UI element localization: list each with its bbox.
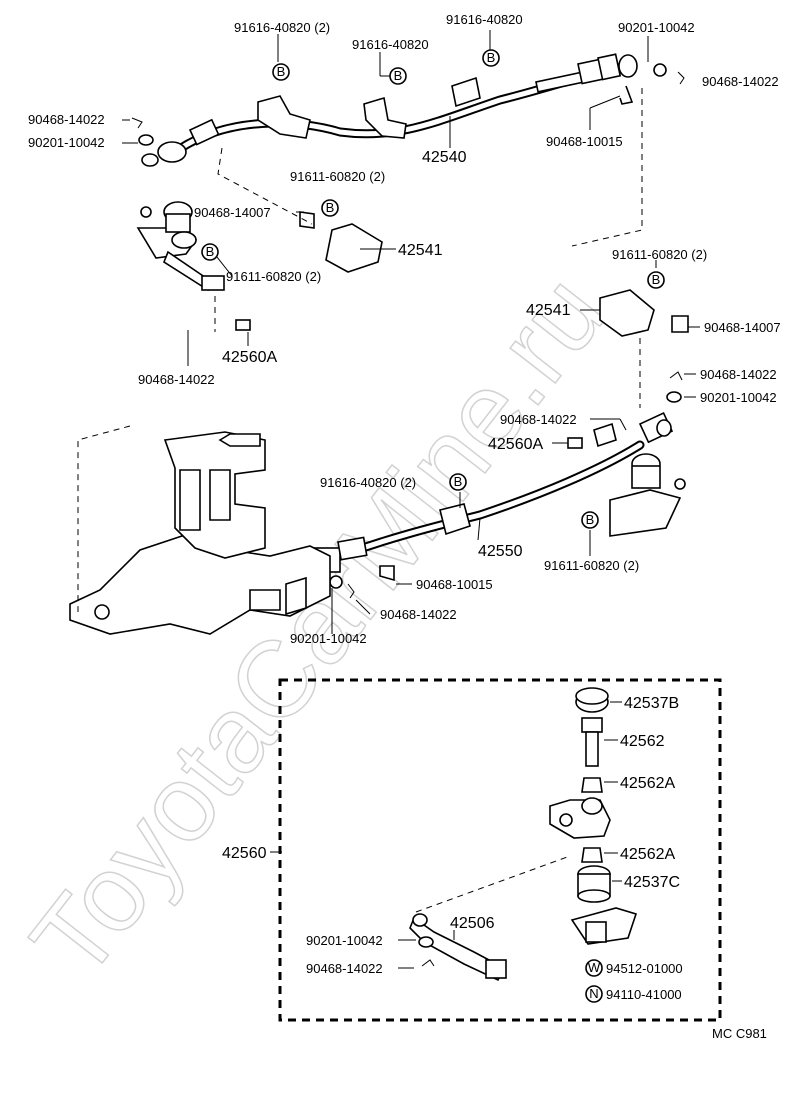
label-42560: 42560 — [222, 845, 267, 862]
label-90468-14022-top-left: 90468-14022 — [28, 112, 105, 127]
label-91616-40820-right: 91616-40820 — [446, 12, 523, 27]
bolt-42560a-upper — [235, 319, 251, 331]
svg-text:B: B — [206, 244, 215, 259]
svg-text:B: B — [586, 512, 595, 527]
marker-b-3: B — [482, 49, 500, 67]
label-90201-10042-lower: 90201-10042 — [290, 631, 367, 646]
svg-text:B: B — [326, 200, 335, 215]
label-42541-upper: 42541 — [398, 242, 443, 259]
label-42560a-lower: 42560A — [488, 436, 543, 453]
label-91616-40820-2-top: 91616-40820 (2) — [234, 20, 330, 35]
washer-right — [666, 391, 682, 403]
label-42560a-upper: 42560A — [222, 349, 277, 366]
marker-b-5: B — [201, 243, 219, 261]
bolt-42560a-lower — [567, 437, 583, 449]
label-91616-40820-2-lower: 91616-40820 (2) — [320, 475, 416, 490]
leader-lines — [122, 30, 700, 634]
bracket-42541-right — [599, 289, 689, 337]
label-90468-14007-right: 90468-14007 — [704, 320, 781, 335]
label-42537b: 42537B — [624, 695, 679, 712]
label-42562a-lower: 42562A — [620, 846, 675, 863]
marker-b-4: B — [321, 199, 339, 217]
transmission-outline — [69, 431, 331, 635]
pin-lower — [347, 583, 355, 599]
bracket-42541-upper — [299, 211, 383, 273]
label-90201-10042-top: 90201-10042 — [618, 20, 695, 35]
svg-text:B: B — [487, 50, 496, 65]
label-91611-60820-2-left: 91611-60820 (2) — [226, 269, 321, 284]
cable-42540 — [141, 53, 638, 167]
lever-assembly-upper — [136, 201, 225, 292]
label-91616-40820-mid: 91616-40820 — [352, 37, 429, 52]
label-90468-10015-lower: 90468-10015 — [416, 577, 493, 592]
label-42537c: 42537C — [624, 874, 680, 891]
label-90201-10042-right: 90201-10042 — [700, 390, 777, 405]
svg-text:B: B — [454, 474, 463, 489]
label-94110-41000: 94110-41000 — [606, 987, 682, 1002]
marker-w: W — [585, 959, 603, 977]
label-90468-14022-mid: 90468-14022 — [500, 412, 577, 427]
detail-parts — [409, 687, 638, 982]
label-42562: 42562 — [620, 733, 665, 750]
detail-leaders — [398, 701, 622, 969]
label-90468-10015-top: 90468-10015 — [546, 134, 623, 149]
label-90468-14007-upper: 90468-14007 — [194, 205, 271, 220]
label-90201-10042-top-left: 90201-10042 — [28, 135, 105, 150]
label-90468-14022-detail: 90468-14022 — [306, 961, 383, 976]
marker-b-1: B — [272, 63, 290, 81]
marker-b-8: B — [581, 511, 599, 529]
label-90468-14022-right: 90468-14022 — [700, 367, 777, 382]
label-42540: 42540 — [422, 149, 467, 166]
washer-lower — [329, 575, 343, 589]
marker-b-6: B — [647, 271, 665, 289]
pin-right — [669, 371, 683, 381]
dashed-guides — [77, 88, 643, 913]
label-90468-14022-lower: 90468-14022 — [380, 607, 457, 622]
marker-b-7: B — [449, 473, 467, 491]
label-91611-60820-2-upper: 91611-60820 (2) — [290, 169, 385, 184]
label-90468-14022-top-right: 90468-14022 — [702, 74, 779, 89]
label-42562a-upper: 42562A — [620, 775, 675, 792]
label-91611-60820-2-lower: 91611-60820 (2) — [544, 558, 639, 573]
marker-b-2: B — [389, 67, 407, 85]
label-94512-01000: 94512-01000 — [606, 961, 683, 976]
detail-box-42560 — [278, 678, 722, 1022]
lever-assembly-lower — [609, 453, 686, 537]
svg-text:B: B — [277, 64, 286, 79]
clip-90468-10015-lower — [379, 565, 395, 582]
svg-text:N: N — [589, 986, 598, 1001]
marker-n: N — [585, 985, 603, 1003]
svg-text:W: W — [588, 960, 601, 975]
label-42506: 42506 — [450, 915, 495, 932]
svg-text:B: B — [394, 68, 403, 83]
label-42541-right: 42541 — [526, 302, 571, 319]
diagram-code: MC C981 — [712, 1026, 767, 1041]
label-91611-60820-2-right: 91611-60820 (2) — [612, 247, 707, 262]
svg-text:B: B — [652, 272, 661, 287]
label-90201-10042-detail: 90201-10042 — [306, 933, 383, 948]
label-42550: 42550 — [478, 543, 523, 560]
clips-upper — [131, 63, 685, 146]
label-90468-14022-left: 90468-14022 — [138, 372, 215, 387]
